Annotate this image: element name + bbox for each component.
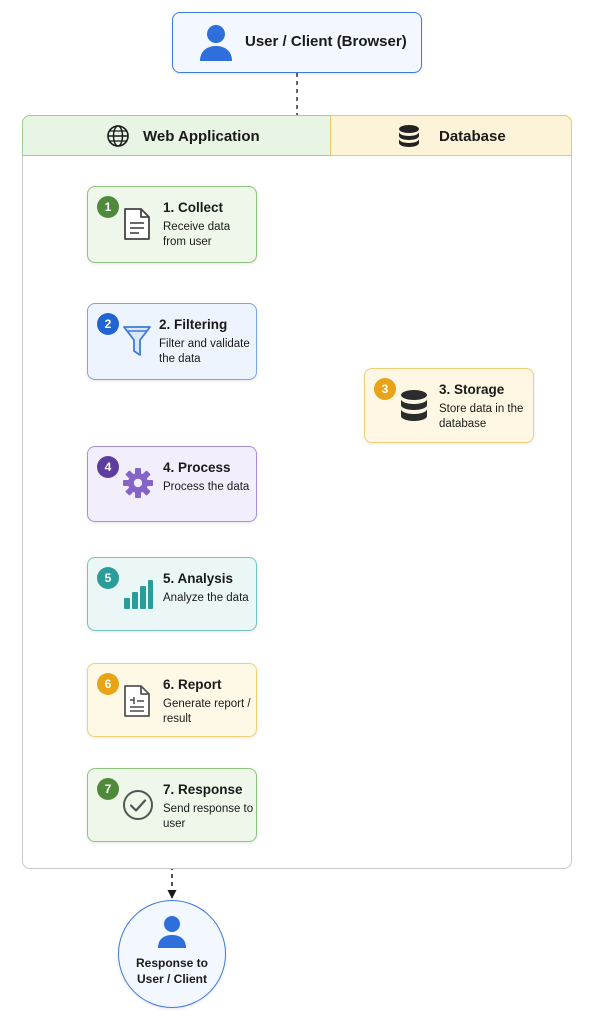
step-badge-5: 5 [97, 567, 119, 589]
step-filtering: 2 2. Filtering Filter and validate the d… [87, 303, 257, 380]
step-response: 7 7. Response Send response to user [87, 768, 257, 842]
database-icon [399, 125, 419, 147]
step-description: Process the data [163, 481, 250, 493]
step-title: 4. Process [163, 460, 231, 475]
report-icon [124, 685, 150, 717]
user-icon [158, 916, 186, 948]
globe-icon [107, 125, 129, 147]
document-icon [124, 208, 150, 240]
step-badge-6: 6 [97, 673, 119, 695]
step-title: 5. Analysis [163, 571, 234, 586]
response-label-line2: User / Client [136, 972, 208, 986]
user-icon [200, 25, 232, 61]
client-label: User / Client (Browser) [245, 33, 407, 50]
step-description: Send response to user [163, 803, 254, 830]
gear-icon [123, 468, 153, 498]
step-description: Filter and validate the data [159, 338, 250, 365]
step-title: 6. Report [163, 677, 222, 692]
step-analysis: 5 5. Analysis Analyze the data [87, 557, 257, 631]
bar-chart-icon [124, 580, 153, 609]
step-title: 1. Collect [163, 200, 224, 215]
step-description: Generate report / result [163, 698, 251, 725]
response-node: Response to User / Client [118, 900, 226, 1008]
step-description: Receive data from user [163, 221, 231, 248]
step-title: 3. Storage [439, 382, 505, 397]
step-storage: 3 3. Storage Store data in the database [364, 368, 534, 443]
filter-icon [123, 326, 151, 356]
lane-title-database: Database [439, 128, 506, 145]
step-badge-1: 1 [97, 196, 119, 218]
step-badge-7: 7 [97, 778, 119, 800]
lane-header-web-application: Web Application [22, 115, 331, 156]
lane-header-database: Database [330, 115, 572, 156]
database-icon [401, 390, 427, 421]
step-title: 7. Response [163, 782, 243, 797]
step-description: Store data in the database [439, 403, 524, 430]
step-title: 2. Filtering [159, 317, 228, 332]
check-circle-icon [123, 790, 153, 820]
step-badge-2: 2 [97, 313, 119, 335]
response-label-line1: Response to [135, 956, 208, 970]
step-collect: 1 1. Collect Receive data from user [87, 186, 257, 263]
step-report: 6 6. Report Generate report / result [87, 663, 257, 737]
step-badge-3: 3 [374, 378, 396, 400]
step-process: 4 4. Process Process the data [87, 446, 257, 522]
step-badge-4: 4 [97, 456, 119, 478]
response-label: Response to User / Client [119, 955, 225, 987]
lane-title-web-application: Web Application [143, 128, 260, 145]
step-description: Analyze the data [163, 592, 249, 604]
client-node: User / Client (Browser) [172, 12, 422, 73]
